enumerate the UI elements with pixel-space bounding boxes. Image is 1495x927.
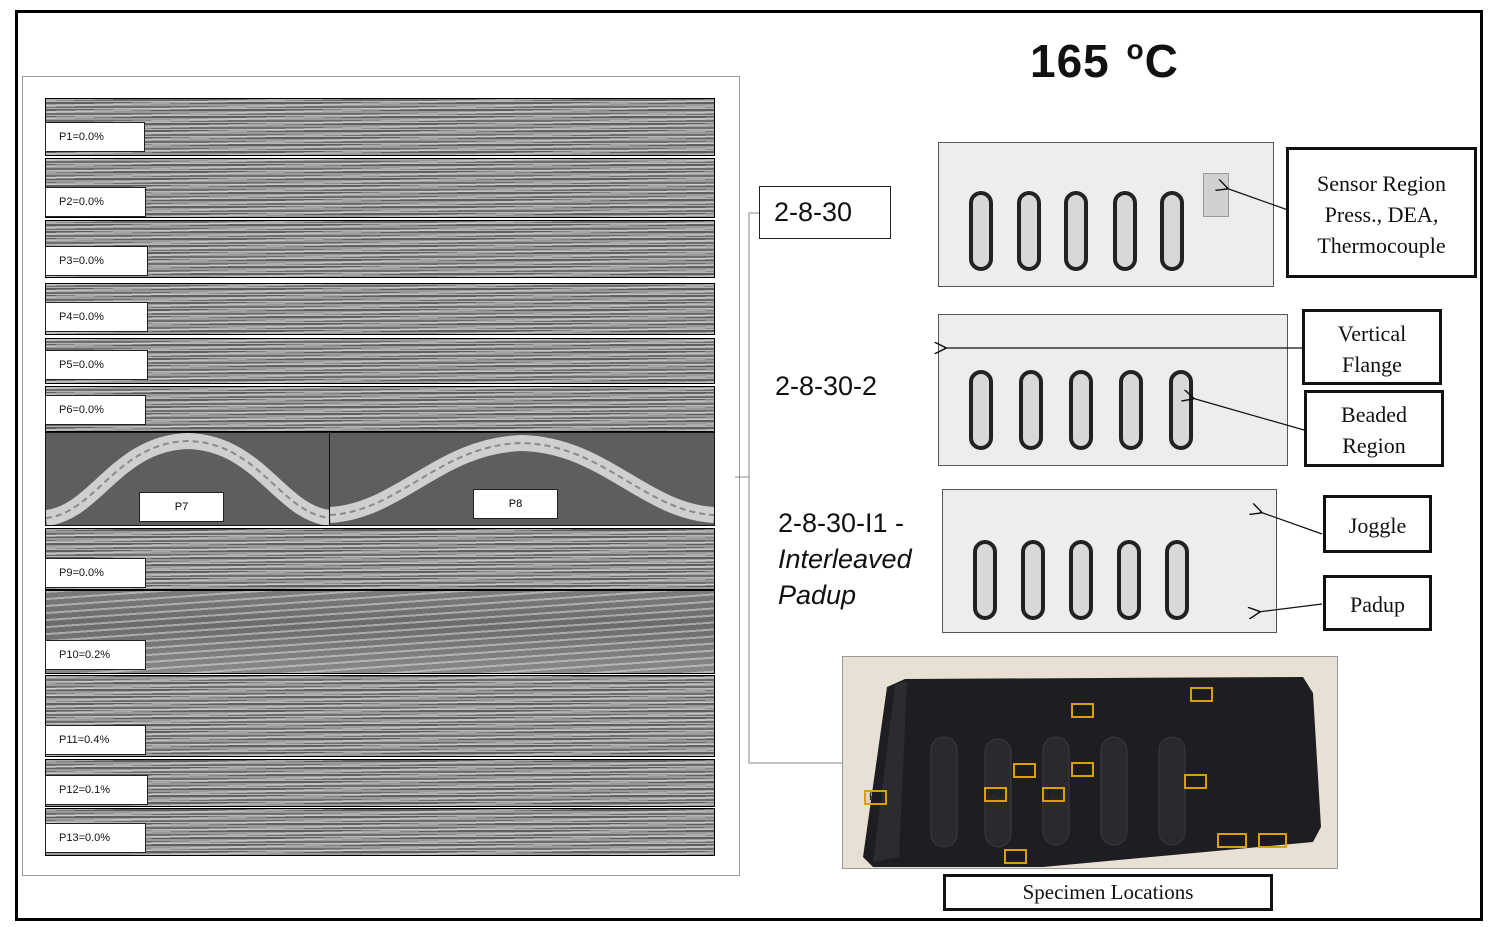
callout-sensor-line3: Thermocouple [1317, 233, 1446, 258]
specimen-photo: P1 P9 P7 P8 P2 P3 P4 P5 P10 P11 P6 [842, 656, 1338, 869]
callout-joggle: Joggle [1323, 495, 1432, 553]
callout-beaded-line1: Beaded [1341, 402, 1407, 427]
specimen-tag-p10: P10 [1217, 833, 1247, 848]
micrograph-strip-p9 [45, 528, 715, 590]
specimen-tag-p3: P3 [984, 787, 1008, 802]
strip-label-p6: P6=0.0% [45, 395, 146, 425]
part-id-3-line2: Interleaved [778, 544, 912, 574]
callout-padup: Padup [1323, 575, 1432, 631]
bead-slot [1019, 370, 1043, 450]
arc-shape-p8 [330, 434, 714, 523]
strip-label-p9: P9=0.0% [45, 558, 146, 588]
micrograph-strip-p6 [45, 386, 715, 432]
callout-vertical-line2: Flange [1342, 352, 1402, 377]
part-scan-2 [938, 314, 1288, 466]
strip-label-p10: P10=0.2% [45, 640, 146, 670]
specimen-tag-p4: P4 [1042, 787, 1066, 802]
micrograph-strip-p12 [45, 759, 715, 807]
arc-label-p7: P7 [139, 492, 224, 522]
strip-label-p5: P5=0.0% [45, 350, 148, 380]
bead-slot [1165, 540, 1189, 620]
micrograph-strip-p10 [45, 590, 715, 674]
specimen-tag-p6: P6 [1004, 849, 1028, 864]
strip-label-p1: P1=0.0% [45, 122, 145, 152]
strip-label-p13: P13=0.0% [45, 823, 146, 853]
callout-vertical-flange: Vertical Flange [1302, 309, 1442, 385]
micrograph-arc-p7 [45, 432, 331, 526]
micrograph-strip-p4 [45, 283, 715, 335]
bead-slot [1021, 540, 1045, 620]
specimen-tag-p5: P5 [1184, 774, 1208, 789]
part-scan-1 [938, 142, 1274, 287]
specimen-tag-p1: P1 [1071, 703, 1095, 718]
micrograph-strip-p13 [45, 808, 715, 856]
callout-sensor-line2: Press., DEA, [1324, 202, 1439, 227]
specimen-tag-p9: P9 [1190, 687, 1214, 702]
part-id-box-1: 2-8-30 [759, 186, 891, 239]
micrograph-strip-p11 [45, 675, 715, 757]
strip-label-p4: P4=0.0% [45, 302, 148, 332]
bead-slot [1169, 370, 1193, 450]
bead-slot [1119, 370, 1143, 450]
specimen-tag-p8: P8 [1071, 762, 1095, 777]
callout-vertical-line1: Vertical [1337, 321, 1407, 346]
strip-label-p11: P11=0.4% [45, 725, 146, 755]
bead-slot [973, 540, 997, 620]
title-degree: o [1126, 34, 1145, 65]
bead-slot [1117, 540, 1141, 620]
bead-slot [1017, 191, 1041, 271]
callout-sensor-line1: Sensor Region [1317, 171, 1446, 196]
arc-label-p8: P8 [473, 489, 558, 519]
photo-caption: Specimen Locations [943, 874, 1273, 911]
bead-slot [1064, 191, 1088, 271]
specimen-tag-p2: P2 [864, 790, 888, 805]
micrograph-strip-p3 [45, 220, 715, 278]
bead-slot [1113, 191, 1137, 271]
micrograph-strip-p2 [45, 158, 715, 218]
bead-slot [969, 191, 993, 271]
bead-slot [969, 370, 993, 450]
part-id-2: 2-8-30-2 [775, 371, 878, 401]
title-unit: C [1144, 35, 1179, 87]
arc-shape-p7 [46, 433, 330, 525]
micrograph-strip-p1 [45, 98, 715, 156]
strip-label-p12: P12=0.1% [45, 775, 148, 805]
strip-label-p3: P3=0.0% [45, 246, 148, 276]
outer-frame [15, 10, 1483, 921]
callout-beaded-line2: Region [1342, 433, 1406, 458]
bracket-lines [735, 212, 843, 764]
temperature-title: 165 oC [1030, 34, 1210, 88]
specimen-tag-p11: P11 [1258, 833, 1287, 848]
bead-slot [1069, 540, 1093, 620]
title-value: 165 [1030, 35, 1124, 87]
bead-slot [1160, 191, 1184, 271]
strip-label-p2: P2=0.0% [45, 187, 146, 217]
part-scan-3 [942, 489, 1277, 633]
specimen-tag-p7: P7 [1013, 763, 1037, 778]
callout-sensor-region: Sensor Region Press., DEA, Thermocouple [1286, 147, 1477, 278]
bead-slot [1069, 370, 1093, 450]
callout-arrows [930, 140, 1323, 640]
part-photo-shape [863, 677, 1321, 867]
callout-beaded-region: Beaded Region [1304, 390, 1444, 467]
part-id-3-line1: 2-8-30-I1 - [778, 508, 905, 538]
part-id-3-line3: Padup [778, 580, 857, 610]
